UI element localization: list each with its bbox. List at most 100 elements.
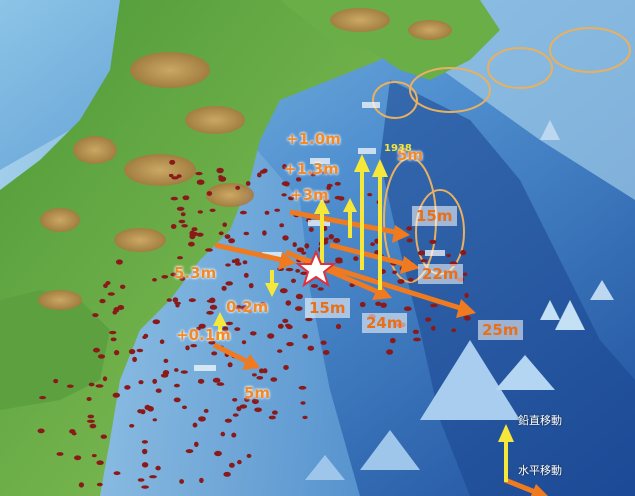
aftershock-dot: [214, 450, 222, 457]
aftershock-dot: [137, 478, 145, 482]
aftershock-dot: [198, 416, 206, 422]
horizontal-value-label: 25m: [478, 320, 523, 340]
aftershock-dot: [179, 479, 185, 484]
aftershock-dot: [349, 283, 355, 288]
aftershock-dot: [460, 249, 467, 256]
aftershock-dot: [196, 179, 205, 185]
aftershock-dot: [268, 415, 276, 420]
aftershock-dot: [288, 196, 295, 201]
aftershock-dot: [307, 345, 315, 351]
aftershock-dot: [182, 405, 187, 410]
aftershock-dot: [295, 177, 302, 182]
aftershock-dot: [185, 449, 194, 454]
aftershock-dot: [277, 323, 284, 329]
aftershock-dot: [310, 172, 316, 177]
aftershock-dot: [222, 326, 229, 332]
vertical-value-label: +0.1m: [176, 326, 231, 344]
aftershock-dot: [178, 219, 186, 224]
aftershock-dot: [91, 454, 97, 458]
aftershock-dot: [100, 434, 108, 439]
aftershock-dot: [218, 231, 224, 236]
aftershock-dot: [431, 325, 436, 331]
aftershock-dot: [279, 288, 288, 294]
aftershock-dot: [224, 418, 232, 423]
aftershock-dot: [142, 448, 148, 455]
year-label: 1938: [384, 143, 412, 154]
aftershock-dot: [300, 271, 308, 275]
aftershock-dot: [39, 396, 47, 400]
aftershock-dot: [241, 340, 247, 345]
aftershock-dot: [152, 278, 157, 282]
aftershock-dot: [285, 300, 292, 306]
aftershock-dot: [335, 323, 342, 330]
aftershock-dot: [199, 477, 204, 483]
aftershock-dot: [259, 301, 267, 308]
aftershock-dot: [86, 419, 95, 423]
horizontal-value-label: 15m: [412, 206, 457, 226]
aftershock-dot: [272, 410, 278, 415]
horizontal-value-label: 22m: [418, 264, 463, 284]
aftershock-dot: [176, 206, 185, 211]
aftershock-dot: [138, 380, 144, 385]
aftershock-dot: [251, 398, 259, 405]
aftershock-dot: [406, 238, 413, 243]
aftershock-dot: [234, 327, 241, 331]
aftershock-dot: [86, 397, 92, 401]
aftershock-dot: [229, 462, 235, 468]
legend-vertical-label: 鉛直移動: [518, 414, 562, 427]
aftershock-dot: [392, 270, 397, 275]
aftershock-dot: [403, 306, 412, 312]
aftershock-dot: [188, 298, 196, 303]
seamounts: [305, 120, 614, 480]
aftershock-dot: [235, 262, 242, 266]
aftershock-dot: [149, 475, 157, 479]
aftershock-dot: [113, 350, 120, 356]
aftershock-dot: [408, 277, 414, 282]
aftershock-dot: [282, 164, 287, 170]
aftershock-dot: [285, 323, 291, 328]
aftershock-dot: [136, 348, 144, 353]
aftershock-dot: [298, 385, 307, 390]
aftershock-dot: [74, 455, 82, 461]
aftershock-dot: [446, 253, 451, 258]
aftershock-dot: [170, 224, 177, 229]
aftershock-dot: [137, 409, 143, 414]
small-year-marks: [194, 102, 445, 371]
aftershock-dot: [274, 208, 281, 212]
aftershock-dot: [359, 301, 366, 308]
aftershock-dot: [282, 318, 289, 323]
aftershock-dot: [279, 223, 285, 228]
aftershock-dot: [267, 333, 275, 339]
aftershock-dot: [264, 210, 270, 215]
aftershock-dot: [208, 297, 216, 304]
aftershock-dot: [172, 297, 179, 303]
aftershock-dot: [152, 319, 161, 325]
aftershock-dot: [152, 418, 157, 422]
aftershock-dot: [286, 342, 294, 347]
aftershock-dot: [462, 272, 468, 277]
aftershock-dot: [241, 305, 249, 311]
aftershock-dot: [195, 171, 203, 176]
aftershock-dot: [225, 281, 233, 286]
vertical-value-label: +1.3m: [284, 160, 339, 178]
aftershock-dot: [281, 193, 287, 197]
aftershock-dot: [152, 378, 158, 384]
aftershock-dot: [216, 382, 225, 386]
aftershock-dot: [242, 260, 248, 265]
aftershock-dot: [194, 441, 199, 447]
aftershock-dot: [324, 199, 330, 204]
aftershock-dot: [197, 210, 203, 214]
aftershock-dot: [252, 373, 257, 377]
aftershock-dot: [326, 185, 332, 190]
vertical-value-label: +1.0m: [286, 130, 341, 148]
vertical-value-label: 0.2m: [226, 298, 269, 316]
aftershock-dot: [234, 305, 242, 310]
vertical-value-label: +3m: [290, 186, 329, 204]
aftershock-dot: [179, 276, 186, 281]
aftershock-dot: [212, 377, 221, 383]
aftershock-dot: [317, 287, 324, 291]
aftershock-dot: [239, 404, 248, 409]
aftershock-dot: [232, 398, 238, 402]
aftershock-dot: [248, 283, 254, 289]
aftershock-dot: [170, 272, 177, 277]
